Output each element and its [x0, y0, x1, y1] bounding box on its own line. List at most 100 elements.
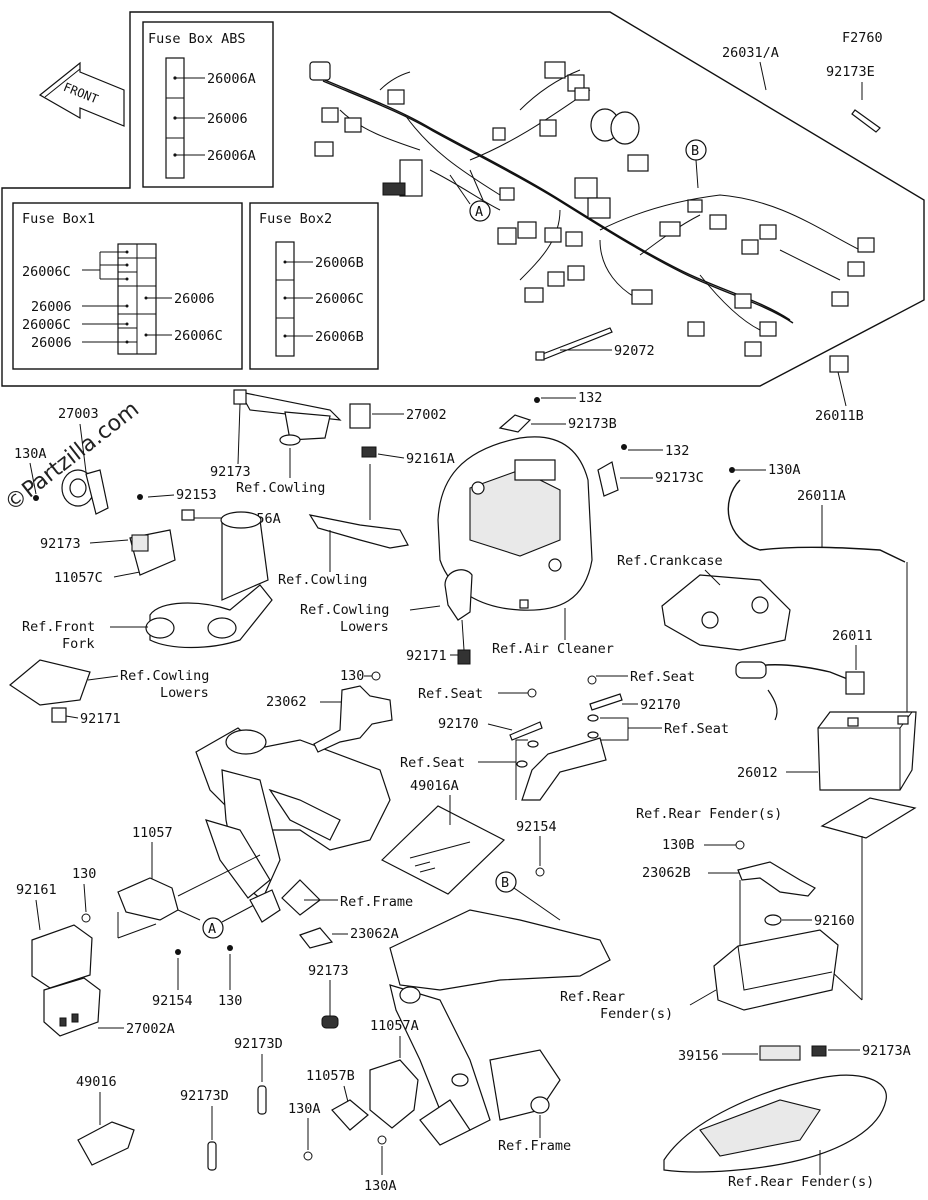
relay-27002-part: [349, 403, 371, 429]
rear-fender-part: [663, 1074, 887, 1173]
fuse-abs-label-2: 26006: [207, 111, 248, 127]
bracket-11057b-part: [331, 1099, 369, 1131]
callout-bolt-92154-a: 92154: [516, 819, 557, 835]
callout-bracket-11057b: 11057B: [306, 1068, 355, 1084]
callout-bolt-130a-b: 130A: [768, 462, 801, 478]
marker-b-harness-label: B: [691, 143, 699, 159]
fuse-box-abs-fuses: [165, 57, 205, 179]
horn-assembly: [33, 469, 109, 515]
fuse-1-left-label-1: 26006C: [22, 264, 71, 280]
callout-ref-crankcase: Ref.Crankcase: [617, 553, 723, 569]
callout-damper-92160: 92160: [814, 913, 855, 929]
front-fork-bracket: [129, 494, 273, 649]
callout-bracket-11057a: 11057A: [370, 1018, 419, 1034]
band-92170-b-part: [589, 693, 623, 711]
callout-bolt-132-b: 132: [665, 443, 689, 459]
callout-band-92170-b: 92170: [640, 697, 681, 713]
callout-ref-cowling-1: Ref.Cowling: [236, 480, 325, 496]
callout-sheet-49016a: 49016A: [410, 778, 459, 794]
callout-bolt-130: 130: [340, 668, 364, 684]
fuse-box-2-fuses: [275, 241, 313, 357]
marker-a-frame-label: A: [208, 921, 216, 937]
callout-clamp-92173a: 92173A: [862, 1043, 911, 1059]
callout-ref-rear-fender-1: Ref.Rear Fender(s): [636, 806, 782, 822]
fuse-2-label-3: 26006B: [315, 329, 364, 345]
fuse-box-1-frame: [12, 202, 243, 370]
fuse-1-left-label-4: 26006: [31, 335, 72, 351]
callout-bracket-11057c: 11057C: [54, 570, 103, 586]
callout-ref-frame-2: Ref.Frame: [498, 1138, 571, 1154]
bracket-23062-part: [313, 685, 393, 753]
callout-bolt-130a-d: 130A: [364, 1178, 397, 1194]
clip-92173d-a-part: [257, 1085, 267, 1115]
rear-frame: [389, 909, 611, 1146]
marker-b-frame-label: B: [501, 875, 509, 891]
callout-clamp-92171-b: 92171: [80, 711, 121, 727]
callout-clip-92173d-b: 92173D: [180, 1088, 229, 1104]
connector-26011b-part: [829, 355, 849, 373]
harness-frame-outline: [1, 11, 925, 387]
callout-bracket-23062b: 23062B: [642, 865, 691, 881]
callout-ecu-27002a: 27002A: [126, 1021, 175, 1037]
cable-26011a-part: [727, 479, 906, 563]
fuse-1-right-label-1: 26006: [174, 291, 215, 307]
crankcase-part: [661, 574, 791, 651]
cowling-bracket-upper: [233, 389, 342, 446]
ecu-27002a-part: [43, 977, 101, 1037]
callout-ecu-damper-92161: 92161: [16, 882, 57, 898]
callout-rubber-39156: 39156: [678, 1048, 719, 1064]
battery-box: [713, 929, 839, 1011]
clip-e-part: [851, 109, 881, 133]
callout-ref-frame-1: Ref.Frame: [340, 894, 413, 910]
fuse-box-2-title: Fuse Box2: [259, 211, 332, 227]
marker-a-frame: [202, 917, 224, 939]
callout-bolt-130b: 130B: [662, 837, 695, 853]
fuse-box-abs-frame: [142, 21, 274, 188]
cowling-bracket-mid: [308, 514, 409, 549]
marker-a-harness: [469, 200, 491, 222]
damper-92161a-part: [361, 446, 377, 458]
cowling-lowers-bracket-right: [444, 569, 473, 621]
fuse-abs-label-1: 26006A: [207, 71, 256, 87]
callout-clamp-92173: 92173: [40, 536, 81, 552]
bracket-a-part: [249, 889, 281, 923]
callout-clip-e: 92173E: [826, 64, 875, 80]
callout-ref-rear-fender-3: Ref.Rear Fender(s): [728, 1174, 874, 1190]
fuse-1-left-label-2: 26006: [31, 299, 72, 315]
callout-ref-seat-4: Ref.Seat: [400, 755, 465, 771]
callout-ref-seat-3: Ref.Seat: [664, 721, 729, 737]
callout-cable-26011a: 26011A: [797, 488, 846, 504]
callout-screw-92153: 92153: [176, 487, 217, 503]
figure-code: F2760: [842, 30, 883, 46]
marker-b-frame: [495, 871, 517, 893]
clamp-92173-lower-part: [321, 1015, 339, 1029]
fuse-box-abs-title: Fuse Box ABS: [148, 31, 246, 47]
callout-damper-92161a: 92161A: [406, 451, 455, 467]
callout-clip-92173d-a: 92173D: [234, 1036, 283, 1052]
callout-bolt-92154-b: 92154: [152, 993, 193, 1009]
band-92170-a-part: [509, 721, 543, 741]
callout-battery: 26012: [737, 765, 778, 781]
callout-bracket-23062: 23062: [266, 694, 307, 710]
callout-ref-air-cleaner: Ref.Air Cleaner: [492, 641, 614, 657]
callout-connector-b: 26011B: [815, 408, 864, 424]
seat-bracket: [521, 737, 607, 801]
main-harness: [309, 61, 875, 357]
callout-bracket-23062a: 23062A: [350, 926, 399, 942]
callout-clamp-92173b: 92173B: [568, 416, 617, 432]
callout-clamp-92171-a: 92171: [406, 648, 447, 664]
fuse-2-label-2: 26006C: [315, 291, 364, 307]
callout-relay: 27002: [406, 407, 447, 423]
fuse-box-1-title: Fuse Box1: [22, 211, 95, 227]
bracket-23062a-part: [299, 927, 334, 949]
bracket-11057-part: [117, 877, 179, 921]
fuse-abs-label-3: 26006A: [207, 148, 256, 164]
callout-ref-seat-2: Ref.Seat: [630, 669, 695, 685]
front-arrow: FRONT: [38, 61, 125, 127]
callout-bolt-130a-c: 130A: [288, 1101, 321, 1117]
cover-49016-part: [77, 1121, 135, 1166]
leader-harness: [759, 61, 767, 91]
